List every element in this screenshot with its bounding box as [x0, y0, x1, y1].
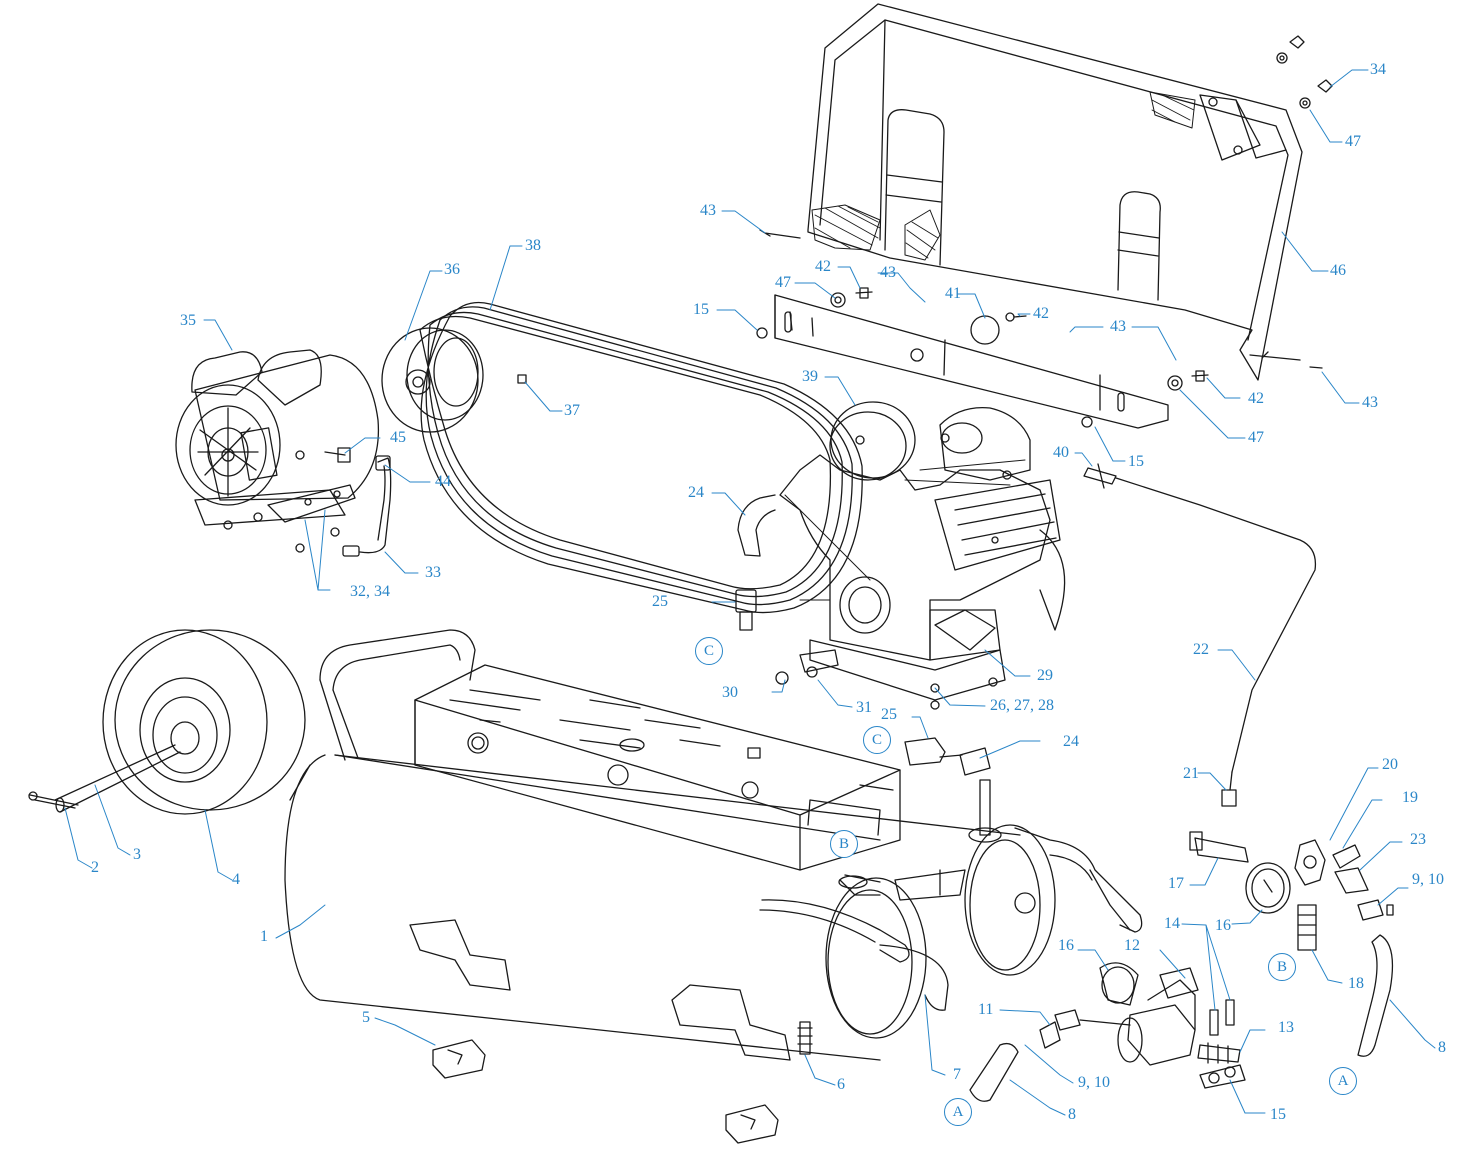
belt-guard	[807, 3, 1303, 381]
label-18: 18	[1348, 975, 1364, 992]
label-8-lower: 8	[1068, 1106, 1076, 1123]
motor-deck	[414, 664, 901, 871]
label-14: 14	[1164, 915, 1180, 932]
label-8-right: 8	[1438, 1039, 1446, 1056]
label-24-tank: 24	[1063, 733, 1079, 750]
label-15-left: 15	[693, 301, 709, 318]
label-25-tank: 25	[881, 706, 897, 723]
label-5: 5	[362, 1009, 370, 1026]
tank-handle	[319, 629, 476, 761]
label-9-10-right: 9, 10	[1412, 871, 1444, 888]
label-7: 7	[953, 1066, 961, 1083]
label-21: 21	[1183, 765, 1199, 782]
connector-a-right: A	[1329, 1067, 1357, 1095]
label-11: 11	[978, 1001, 994, 1018]
electric-motor	[175, 349, 380, 553]
tank-manifold	[1189, 831, 1394, 951]
label-12: 12	[1124, 937, 1140, 954]
air-pump	[735, 401, 1117, 710]
label-30: 30	[722, 684, 738, 701]
connector-b-manifold: B	[1268, 953, 1296, 981]
label-43-bracket: 43	[1110, 318, 1126, 335]
label-9-10-lower: 9, 10	[1078, 1074, 1110, 1091]
label-15-bracket: 15	[1128, 453, 1144, 470]
label-34: 34	[1370, 61, 1386, 78]
connector-b-tank: B	[830, 830, 858, 858]
power-cord	[342, 455, 392, 557]
pressure-regulator	[1039, 962, 1246, 1089]
label-45: 45	[390, 429, 406, 446]
discharge-tube	[1115, 477, 1317, 807]
label-47-left: 47	[775, 274, 791, 291]
label-42-top: 42	[815, 258, 831, 275]
label-15-lower: 15	[1270, 1106, 1286, 1123]
connector-c-pump: C	[695, 637, 723, 665]
label-43-left: 43	[700, 202, 716, 219]
wheel	[28, 629, 306, 815]
connector-a-lower: A	[944, 1098, 972, 1126]
label-37: 37	[564, 402, 580, 419]
label-35: 35	[180, 312, 196, 329]
label-44: 44	[435, 473, 451, 490]
label-29: 29	[1037, 667, 1053, 684]
label-23: 23	[1410, 831, 1426, 848]
label-26-27-28: 26, 27, 28	[990, 697, 1054, 714]
label-6: 6	[837, 1076, 845, 1093]
label-24-pump: 24	[688, 484, 704, 501]
label-42-mid: 42	[1033, 305, 1049, 322]
label-38: 38	[525, 237, 541, 254]
label-40: 40	[1053, 444, 1069, 461]
label-41: 41	[945, 285, 961, 302]
motor-pulley	[381, 327, 527, 433]
air-tank	[284, 754, 1143, 1061]
label-43-right: 43	[1362, 394, 1378, 411]
label-25-pump: 25	[652, 593, 668, 610]
air-hoses	[969, 934, 1394, 1102]
guard-bracket	[756, 35, 1333, 429]
label-32-34: 32, 34	[350, 583, 390, 600]
label-2: 2	[91, 859, 99, 876]
label-19: 19	[1402, 789, 1418, 806]
label-36: 36	[444, 261, 460, 278]
label-47-right: 47	[1248, 429, 1264, 446]
label-17: 17	[1168, 875, 1184, 892]
label-3: 3	[133, 846, 141, 863]
label-43-mid: 43	[880, 264, 896, 281]
label-16-regulator: 16	[1058, 937, 1074, 954]
label-16-manifold: 16	[1215, 917, 1231, 934]
label-22: 22	[1193, 641, 1209, 658]
leader-lines	[64, 69, 1436, 1116]
label-47-top: 47	[1345, 133, 1361, 150]
label-20: 20	[1382, 756, 1398, 773]
label-42-right: 42	[1248, 390, 1264, 407]
connector-c-tank: C	[863, 726, 891, 754]
tank-feet	[409, 919, 791, 1144]
label-31: 31	[856, 699, 872, 716]
label-4: 4	[232, 871, 240, 888]
drive-belt	[419, 301, 863, 614]
label-13: 13	[1278, 1019, 1294, 1036]
label-39: 39	[802, 368, 818, 385]
label-46: 46	[1330, 262, 1346, 279]
label-1: 1	[260, 928, 268, 945]
label-33: 33	[425, 564, 441, 581]
tank-fittings	[904, 737, 991, 776]
